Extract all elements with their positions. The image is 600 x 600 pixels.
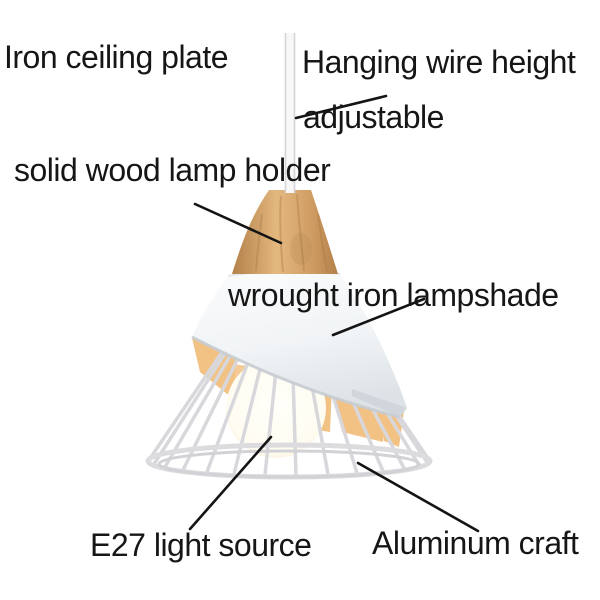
leader-line-aluminum [356, 461, 480, 533]
label-iron-ceiling-plate: Iron ceiling plate [4, 39, 229, 75]
wood-lamp-holder [232, 190, 338, 274]
label-aluminum-craft: Aluminum craft [372, 525, 579, 561]
label-e27-light-source: E27 light source [90, 527, 312, 563]
label-wrought-iron-lampshade: wrought iron lampshade [228, 277, 559, 313]
label-adjustable: adjustable [303, 99, 444, 135]
hanging-wire [284, 33, 296, 193]
leader-line-wood-holder [193, 202, 283, 245]
cage-rim [145, 442, 433, 480]
leader-line-wire-height [294, 94, 388, 120]
label-hanging-wire-height: Hanging wire height [302, 44, 576, 80]
iron-lampshade [191, 270, 407, 419]
leader-line-e27 [188, 435, 273, 531]
leader-line-iron-shade [331, 297, 426, 337]
label-solid-wood-lamp-holder: solid wood lamp holder [14, 152, 331, 188]
